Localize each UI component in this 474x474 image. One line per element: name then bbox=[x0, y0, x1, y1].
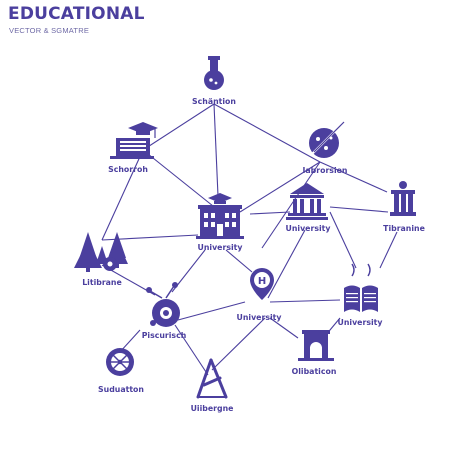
edge bbox=[225, 249, 253, 273]
node-label: University bbox=[237, 313, 282, 322]
arch-gate-icon bbox=[298, 330, 334, 361]
node-label: Schorroh bbox=[108, 165, 148, 174]
location-pin-h-icon: H bbox=[250, 268, 274, 300]
svg-text:H: H bbox=[258, 276, 266, 287]
edge bbox=[177, 301, 246, 321]
edge bbox=[239, 161, 321, 213]
edge bbox=[379, 231, 398, 269]
easel-compass-icon bbox=[196, 358, 228, 399]
node-university-main[interactable]: University bbox=[196, 193, 244, 252]
node-label: Piscurisch bbox=[142, 331, 187, 340]
molecule-flask-icon bbox=[146, 282, 180, 327]
edge bbox=[329, 206, 389, 213]
node-olibaticon[interactable]: Olibaticon bbox=[292, 330, 337, 376]
edge bbox=[319, 161, 388, 193]
node-university-book[interactable]: University bbox=[338, 263, 383, 327]
forest-gear-icon bbox=[74, 232, 128, 272]
node-litibrane[interactable]: Litibrane bbox=[74, 232, 128, 287]
edge bbox=[174, 324, 209, 376]
globe-quill-icon bbox=[309, 121, 345, 158]
edge bbox=[213, 103, 219, 197]
node-university-bank[interactable]: University bbox=[286, 183, 331, 233]
edge bbox=[249, 211, 291, 215]
edge bbox=[142, 103, 215, 151]
open-book-icon bbox=[344, 263, 378, 312]
edge bbox=[119, 329, 141, 353]
connection-lines bbox=[101, 103, 398, 376]
node-iabrorsien[interactable]: Iabrorsien bbox=[303, 121, 348, 175]
page-title: EDUCATIONAL bbox=[8, 4, 145, 24]
edge bbox=[269, 299, 341, 303]
edge bbox=[329, 211, 357, 269]
node-piscurisch[interactable]: Piscurisch bbox=[142, 282, 187, 340]
node-tibranine[interactable]: Tibranine bbox=[383, 181, 425, 233]
bank-building-icon bbox=[286, 183, 328, 220]
edge bbox=[261, 161, 321, 249]
flask-icon bbox=[204, 56, 224, 90]
node-label: University bbox=[286, 224, 331, 233]
graduation-cap-book-icon bbox=[110, 122, 158, 159]
school-building-icon bbox=[196, 193, 244, 239]
node-schantion[interactable]: Schäntion bbox=[192, 56, 236, 106]
node-suduatton[interactable]: Suduatton bbox=[98, 348, 144, 394]
edge bbox=[269, 317, 299, 339]
node-label: Litibrane bbox=[82, 278, 122, 287]
node-label: Iabrorsien bbox=[303, 166, 348, 175]
edge bbox=[101, 149, 144, 241]
node-label: Tibranine bbox=[383, 224, 425, 233]
edge bbox=[267, 229, 306, 299]
node-label: University bbox=[338, 318, 383, 327]
page-subtitle: VECTOR & SGMATRE bbox=[9, 26, 90, 35]
node-label: Schäntion bbox=[192, 97, 236, 106]
node-university-pin[interactable]: H University bbox=[237, 268, 282, 322]
node-schorroh[interactable]: Schorroh bbox=[108, 122, 158, 174]
node-label: Olibaticon bbox=[292, 367, 337, 376]
node-label: Suduatton bbox=[98, 385, 144, 394]
edge bbox=[142, 149, 219, 211]
node-uiibergne[interactable]: Uiibergne bbox=[191, 358, 234, 413]
network-globe-icon bbox=[106, 348, 134, 376]
node-label: University bbox=[198, 243, 243, 252]
column-monument-icon bbox=[390, 181, 416, 216]
node-label: Uiibergne bbox=[191, 404, 234, 413]
edge bbox=[211, 317, 266, 371]
edge bbox=[213, 103, 321, 163]
